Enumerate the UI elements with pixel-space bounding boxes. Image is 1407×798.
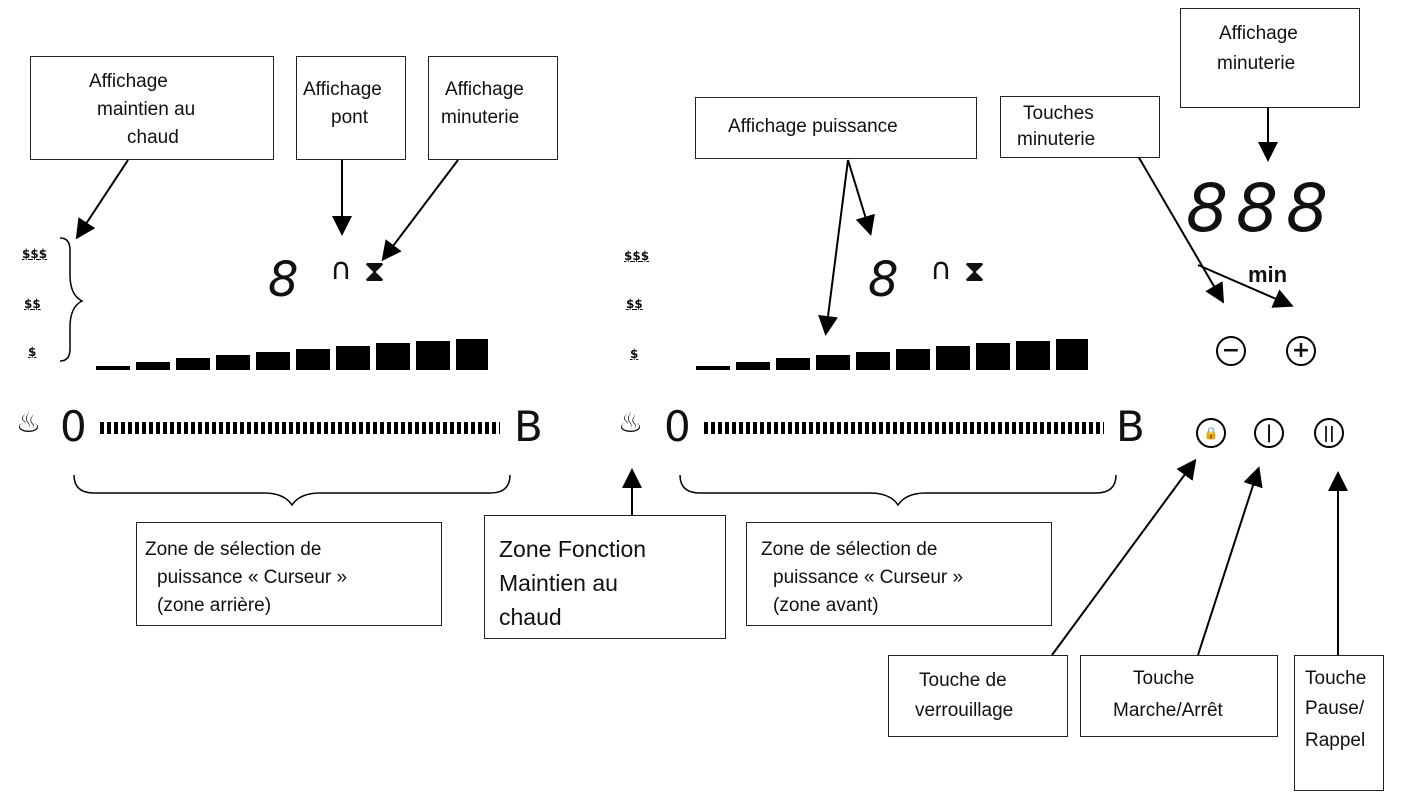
callout-text: pont xyxy=(331,107,368,128)
keep-warm-icon-front[interactable]: ♨ xyxy=(618,406,644,439)
callout-text: maintien au xyxy=(97,99,196,120)
bridge-icon-front: ∩ xyxy=(930,252,952,287)
callout-text: chaud xyxy=(499,604,562,630)
callout-text: (zone avant) xyxy=(773,595,879,616)
callout-lock-key: Touche de verrouillage xyxy=(888,655,1068,737)
callout-keep-warm-zone: Zone Fonction Maintien au chaud xyxy=(484,515,726,639)
power-bar-segment xyxy=(856,352,890,370)
callout-text: Touche xyxy=(1133,668,1195,689)
timer-plus-button[interactable]: + xyxy=(1286,336,1316,366)
hourglass-icon-front: ⧗ xyxy=(964,254,986,289)
callout-power-display: Affichage puissance xyxy=(695,97,977,159)
callout-text: puissance « Curseur » xyxy=(157,567,348,588)
callout-text: minuterie xyxy=(1217,53,1296,74)
power-slider-rear[interactable] xyxy=(100,422,500,434)
power-bar-segment xyxy=(296,349,330,370)
callout-text: Zone Fonction xyxy=(499,536,647,562)
callout-text: Affichage xyxy=(1219,23,1298,44)
callout-text: Touches xyxy=(1023,103,1094,124)
slider-max-label-front: B xyxy=(1116,402,1145,451)
callout-text: Touche xyxy=(1305,668,1367,689)
callout-onoff-key: Touche Marche/Arrêt xyxy=(1080,655,1278,737)
timer-display: 888 xyxy=(1186,170,1336,247)
callout-text: Pause/ xyxy=(1305,698,1365,719)
callout-text: Affichage puissance xyxy=(728,116,898,137)
callout-maintien-display: Affichage maintien au chaud xyxy=(30,56,274,160)
callout-text: Maintien au xyxy=(499,570,618,596)
callout-text: (zone arrière) xyxy=(157,595,272,616)
callout-text: Affichage xyxy=(445,79,524,100)
callout-text: Zone de sélection de xyxy=(761,539,938,560)
heat-level-2-icon: $$ xyxy=(626,297,643,311)
callout-text: Rappel xyxy=(1305,730,1366,751)
power-bar-segment xyxy=(416,341,450,370)
callout-text: Zone de sélection de xyxy=(145,539,322,560)
slider-min-label-rear: 0 xyxy=(60,402,87,451)
heat-level-2-icon: $$ xyxy=(24,297,41,311)
callout-text: chaud xyxy=(127,127,179,148)
power-bar-segment xyxy=(1016,341,1050,370)
callout-slider-rear: Zone de sélection de puissance « Curseur… xyxy=(136,522,442,626)
slider-min-label-front: 0 xyxy=(664,402,691,451)
power-bar-segment xyxy=(1056,339,1088,370)
lock-button[interactable]: 🔒 xyxy=(1196,418,1226,448)
heat-level-3-icon: $$$ xyxy=(624,249,650,263)
power-bar-segment xyxy=(216,355,250,370)
keep-warm-icon-rear[interactable]: ♨ xyxy=(16,406,42,439)
power-bar-segment xyxy=(736,362,770,370)
power-bar-segment xyxy=(456,339,488,370)
power-bar-segment xyxy=(776,358,810,370)
callout-pont-display: Affichage pont xyxy=(296,56,406,160)
callout-text: minuterie xyxy=(1017,129,1096,150)
callout-text: minuterie xyxy=(441,107,520,128)
callout-text: Marche/Arrêt xyxy=(1113,700,1223,721)
callout-text: Affichage xyxy=(89,71,168,92)
power-bar-segment xyxy=(136,362,170,370)
callout-text: puissance « Curseur » xyxy=(773,567,964,588)
power-bar-segment xyxy=(96,366,130,370)
power-bar-segment xyxy=(256,352,290,370)
power-bar-segment xyxy=(696,366,730,370)
power-bar-segment xyxy=(816,355,850,370)
callout-timer-display-left: Affichage minuterie xyxy=(428,56,558,160)
power-bar-segment xyxy=(376,343,410,370)
power-bar-segment xyxy=(336,346,370,370)
timer-unit-label: min xyxy=(1248,262,1288,287)
slider-max-label-rear: B xyxy=(514,402,543,451)
callout-text: Touche de xyxy=(919,670,1007,691)
power-bar-segment xyxy=(896,349,930,370)
heat-level-1-icon: $ xyxy=(28,345,37,359)
pause-button[interactable]: || xyxy=(1314,418,1344,448)
callout-slider-front: Zone de sélection de puissance « Curseur… xyxy=(746,522,1052,626)
power-bar-segment xyxy=(936,346,970,370)
power-slider-front[interactable] xyxy=(704,422,1104,434)
callout-timer-keys: Touches minuterie xyxy=(1000,96,1160,158)
onoff-button[interactable]: | xyxy=(1254,418,1284,448)
hourglass-icon-rear: ⧗ xyxy=(364,254,386,289)
power-digit-rear: 8 xyxy=(268,252,299,308)
callout-pause-key: Touche Pause/ Rappel xyxy=(1294,655,1384,791)
power-bar-segment xyxy=(176,358,210,370)
callout-timer-display-right: Affichage minuterie xyxy=(1180,8,1360,108)
heat-level-3-icon: $$$ xyxy=(22,247,48,261)
timer-minus-button[interactable]: − xyxy=(1216,336,1246,366)
power-bar-segment xyxy=(976,343,1010,370)
callout-text: Affichage xyxy=(303,79,382,100)
power-digit-front: 8 xyxy=(868,252,899,308)
heat-level-1-icon: $ xyxy=(630,347,639,361)
callout-text: verrouillage xyxy=(915,700,1014,721)
bridge-icon-rear: ∩ xyxy=(330,252,352,287)
